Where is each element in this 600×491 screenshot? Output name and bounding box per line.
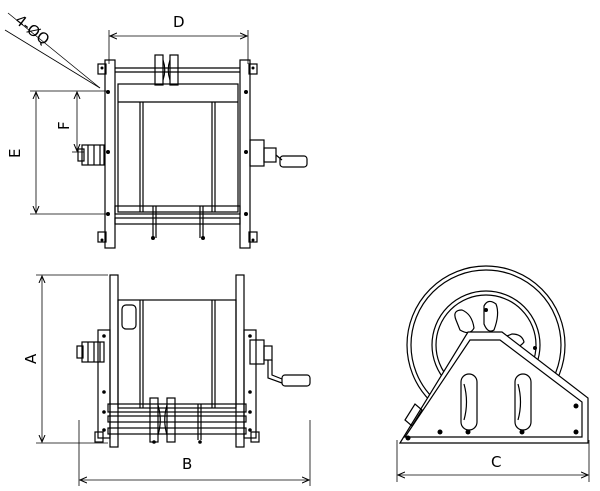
dim-label-a: A [22, 353, 40, 364]
left-side-plate [104, 59, 116, 249]
front-crank-handle [249, 339, 311, 387]
dim-label-hole-callout: 4-ØQ [12, 11, 53, 49]
guide-roller [154, 54, 179, 86]
bottom-guide-roller [149, 397, 176, 443]
dim-label-d: D [173, 13, 185, 31]
dimension-f [72, 92, 84, 153]
dimension-b [78, 420, 311, 486]
dim-label-f: F [55, 121, 73, 130]
dim-label-c: C [491, 453, 501, 471]
drum [117, 83, 239, 213]
dimension-d [108, 30, 249, 64]
dimension-a [36, 274, 108, 444]
front-drum [117, 299, 237, 409]
side-view: C [396, 265, 590, 482]
dimension-e [30, 90, 108, 215]
right-side-plate [239, 59, 251, 249]
side-frame [398, 331, 589, 444]
hole-callout [4, 12, 101, 89]
dim-label-b: B [182, 455, 192, 473]
top-view: D 4-ØQ E F [4, 11, 308, 249]
swivel-joint [77, 144, 105, 166]
dim-label-e: E [6, 149, 24, 158]
front-swivel-joint [76, 341, 105, 363]
dimension-c [396, 440, 590, 482]
front-view: A B [22, 274, 311, 486]
crank-handle [249, 139, 308, 168]
